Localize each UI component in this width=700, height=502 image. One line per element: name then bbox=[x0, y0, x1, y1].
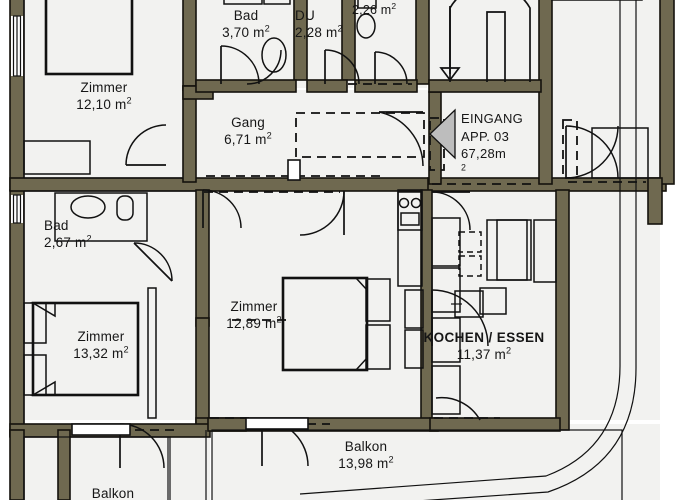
door-swing-arc bbox=[431, 191, 471, 231]
toilet-icon bbox=[261, 37, 287, 73]
door-swing-arc bbox=[435, 396, 481, 421]
stove-icon bbox=[397, 191, 423, 231]
fixtures-bad-left bbox=[54, 192, 148, 242]
door-swing-arc bbox=[202, 189, 242, 229]
window-symbol bbox=[245, 417, 309, 430]
balcony-outlines bbox=[23, 0, 637, 500]
window-symbol bbox=[71, 423, 131, 436]
stairwell bbox=[439, 0, 531, 82]
toilet-icon bbox=[116, 195, 134, 221]
stair-direction-arrow bbox=[439, 6, 461, 82]
door-swing-arc bbox=[324, 49, 360, 85]
furniture-zimmer-center bbox=[281, 276, 424, 372]
door-swing-arc bbox=[246, 49, 282, 85]
door-swing-arc bbox=[374, 51, 408, 85]
door-swing-arc bbox=[299, 190, 345, 236]
door-swing-arc bbox=[133, 242, 173, 282]
door-swing-arc bbox=[565, 125, 619, 179]
furniture-zimmer-top-left bbox=[23, 0, 134, 175]
toilet-icon bbox=[356, 13, 376, 39]
room-floor-fills bbox=[20, 0, 667, 500]
door-swing-arc bbox=[125, 124, 167, 166]
fixtures-du bbox=[356, 0, 377, 39]
window-symbols bbox=[71, 159, 309, 436]
door-swings bbox=[119, 45, 619, 469]
window-symbol bbox=[287, 159, 301, 181]
door-swing-arc bbox=[431, 289, 489, 347]
entry-direction-triangle bbox=[429, 108, 456, 160]
sink-icon bbox=[70, 195, 106, 219]
fixtures-bad-top bbox=[223, 0, 291, 73]
fixtures-kitchen bbox=[397, 189, 557, 415]
dashed-furniture-outline bbox=[458, 231, 482, 277]
door-swing-arc bbox=[220, 45, 260, 85]
furniture-zimmer-bottom-left bbox=[23, 287, 157, 419]
wall-structure bbox=[9, 0, 675, 500]
